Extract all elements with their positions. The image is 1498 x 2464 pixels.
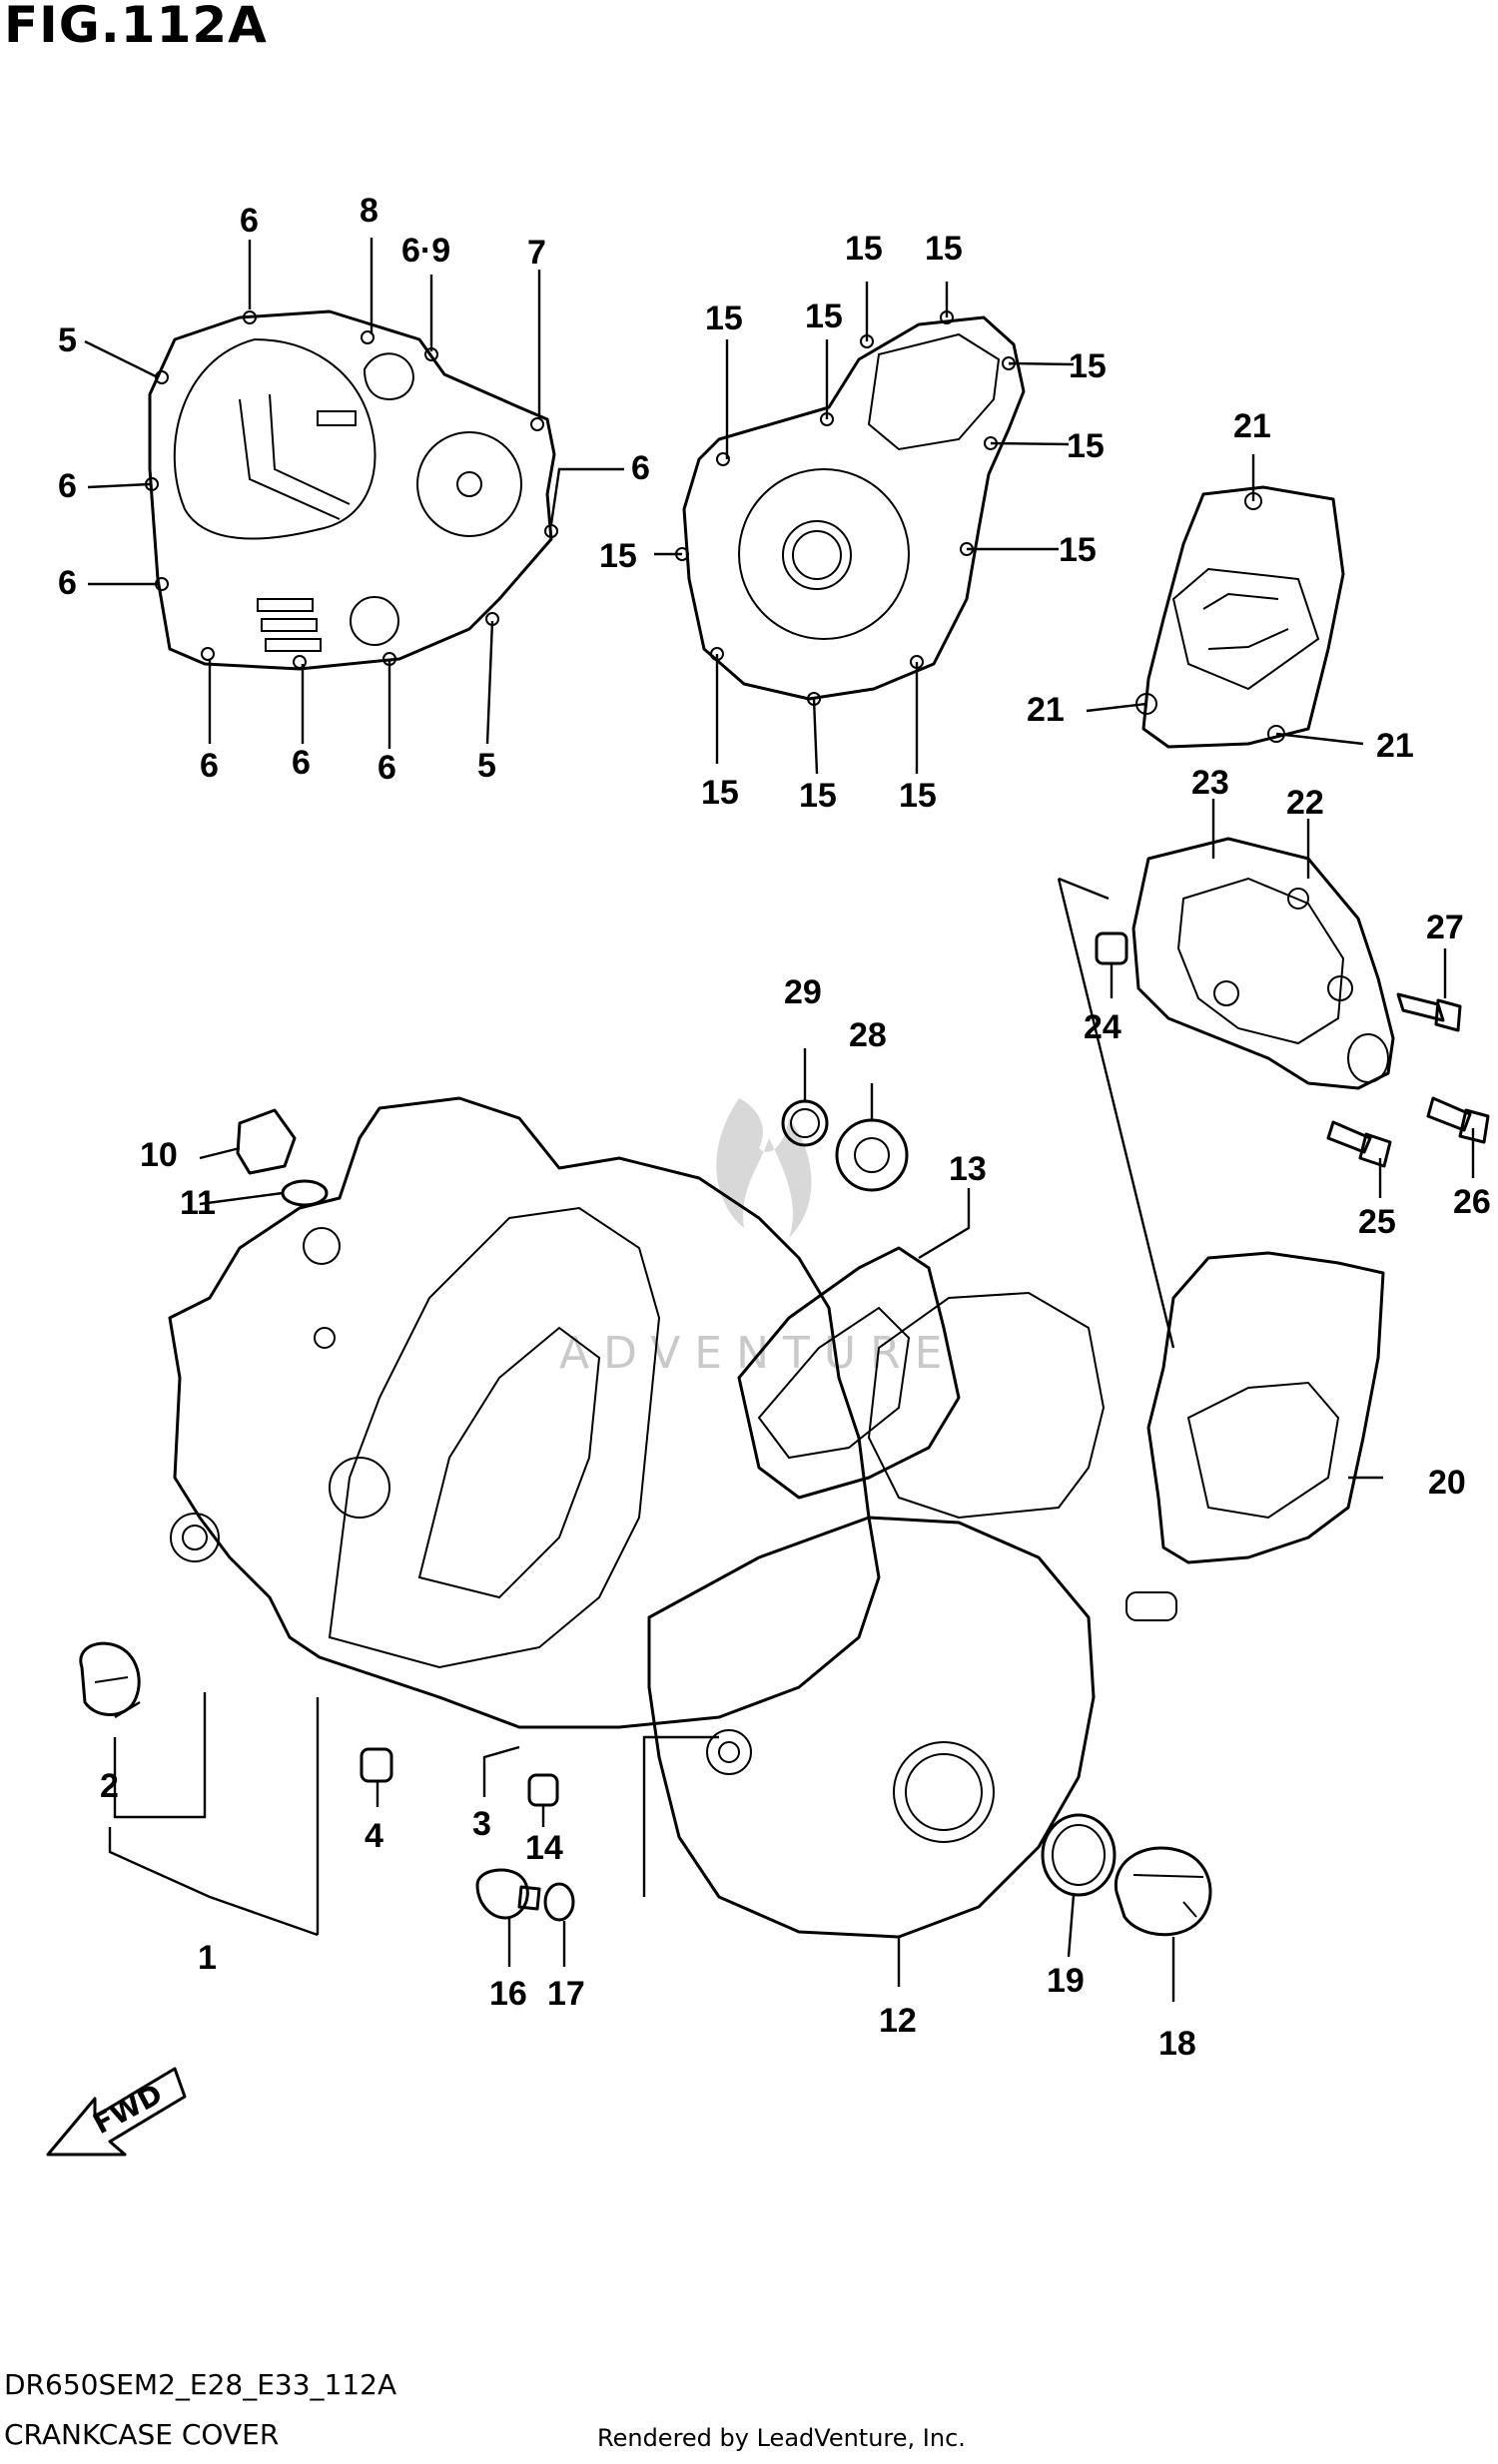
- callout-labels: 6 8 6·9 7 6 5 6 6 6 6 6 5 15 15 15 15 15…: [58, 192, 1491, 2063]
- fwd-direction-arrow: FWD: [46, 2067, 187, 2156]
- section-name: CRANKCASE COVER: [4, 2418, 280, 2451]
- collar-part-24[interactable]: [1095, 931, 1128, 965]
- callout-6[interactable]: 6: [292, 744, 311, 782]
- dowel-pin-4[interactable]: [360, 1747, 393, 1783]
- callout-6[interactable]: 6: [200, 747, 219, 785]
- bolt-26[interactable]: [1426, 1096, 1490, 1144]
- callout-6[interactable]: 6: [58, 467, 77, 505]
- callout-12[interactable]: 12: [879, 2002, 917, 2040]
- callout-19[interactable]: 19: [1047, 1962, 1085, 2000]
- callout-23[interactable]: 23: [1191, 764, 1229, 802]
- callout-5[interactable]: 5: [58, 321, 77, 359]
- callout-6[interactable]: 6: [631, 449, 650, 487]
- oil-filler-cap-10[interactable]: [236, 1108, 297, 1175]
- callout-25[interactable]: 25: [1358, 1203, 1396, 1241]
- dowel-pin-14[interactable]: [527, 1773, 559, 1807]
- callout-7[interactable]: 7: [527, 234, 546, 272]
- callout-11[interactable]: 11: [180, 1184, 216, 1222]
- callout-8[interactable]: 8: [360, 192, 378, 230]
- callout-15[interactable]: 15: [1069, 347, 1107, 385]
- callout-26[interactable]: 26: [1453, 1183, 1491, 1221]
- sprocket-cover-housing[interactable]: [1131, 837, 1395, 1090]
- plug-18[interactable]: [1114, 1846, 1212, 1937]
- drain-bolt-16[interactable]: [475, 1868, 541, 1920]
- callout-10[interactable]: 10: [140, 1136, 178, 1174]
- callout-20[interactable]: 20: [1428, 1464, 1466, 1502]
- callout-6[interactable]: 6: [58, 564, 77, 602]
- callout-15[interactable]: 15: [1067, 427, 1105, 465]
- clutch-side-cover[interactable]: [145, 309, 558, 671]
- magneto-cover-gasket[interactable]: [675, 310, 1026, 706]
- gasket-17[interactable]: [543, 1882, 575, 1922]
- callout-6[interactable]: 6: [240, 202, 259, 240]
- model-code: DR650SEM2_E28_E33_112A: [4, 2368, 397, 2401]
- plug-2[interactable]: [79, 1641, 141, 1716]
- bolt-27[interactable]: [1396, 992, 1462, 1032]
- callout-24[interactable]: 24: [1084, 1008, 1122, 1046]
- leader-lines: [84, 238, 1475, 2002]
- callout-15[interactable]: 15: [1059, 531, 1097, 569]
- bearing-28[interactable]: [835, 1118, 909, 1192]
- callout-21[interactable]: 21: [1233, 407, 1271, 445]
- sprocket-guard[interactable]: [1125, 1251, 1385, 1621]
- callout-17[interactable]: 17: [547, 1975, 585, 2013]
- callout-18[interactable]: 18: [1158, 2025, 1196, 2063]
- callout-2[interactable]: 2: [100, 1767, 119, 1805]
- callout-22[interactable]: 22: [1286, 784, 1324, 822]
- callout-29[interactable]: 29: [784, 973, 822, 1011]
- callout-15[interactable]: 15: [805, 298, 843, 335]
- crankcase-gasket-13[interactable]: [737, 1246, 961, 1500]
- callout-6[interactable]: 6: [377, 749, 396, 787]
- callout-14[interactable]: 14: [525, 1829, 563, 1867]
- callout-3[interactable]: 3: [472, 1805, 491, 1843]
- watermark-flame-icon: [716, 1098, 812, 1238]
- sprocket-cover-plate[interactable]: [1135, 485, 1345, 749]
- render-credit: Rendered by LeadVenture, Inc.: [597, 2424, 966, 2452]
- callout-28[interactable]: 28: [849, 1016, 887, 1054]
- o-ring-19[interactable]: [1041, 1813, 1117, 1897]
- bolt-25[interactable]: [1326, 1120, 1392, 1168]
- callout-4[interactable]: 4: [365, 1817, 383, 1855]
- callout-13[interactable]: 13: [949, 1150, 987, 1188]
- callout-15[interactable]: 15: [705, 300, 743, 337]
- callout-5[interactable]: 5: [477, 747, 496, 785]
- callout-15[interactable]: 15: [925, 230, 963, 268]
- figure-title: FIG.112A: [4, 0, 268, 54]
- callout-16[interactable]: 16: [489, 1975, 527, 2013]
- callout-15[interactable]: 15: [845, 230, 883, 268]
- crankcase-assembly[interactable]: [168, 1096, 881, 1729]
- magneto-cover-12[interactable]: [647, 1291, 1106, 1939]
- callout-15[interactable]: 15: [701, 774, 739, 812]
- callout-15[interactable]: 15: [599, 537, 637, 575]
- callout-15[interactable]: 15: [799, 777, 837, 815]
- callout-21[interactable]: 21: [1027, 691, 1065, 729]
- callout-21[interactable]: 21: [1376, 727, 1414, 765]
- callout-1[interactable]: 1: [198, 1939, 217, 1977]
- callout-6-9[interactable]: 6·9: [401, 232, 450, 270]
- callout-27[interactable]: 27: [1426, 909, 1464, 946]
- callout-15[interactable]: 15: [899, 777, 937, 815]
